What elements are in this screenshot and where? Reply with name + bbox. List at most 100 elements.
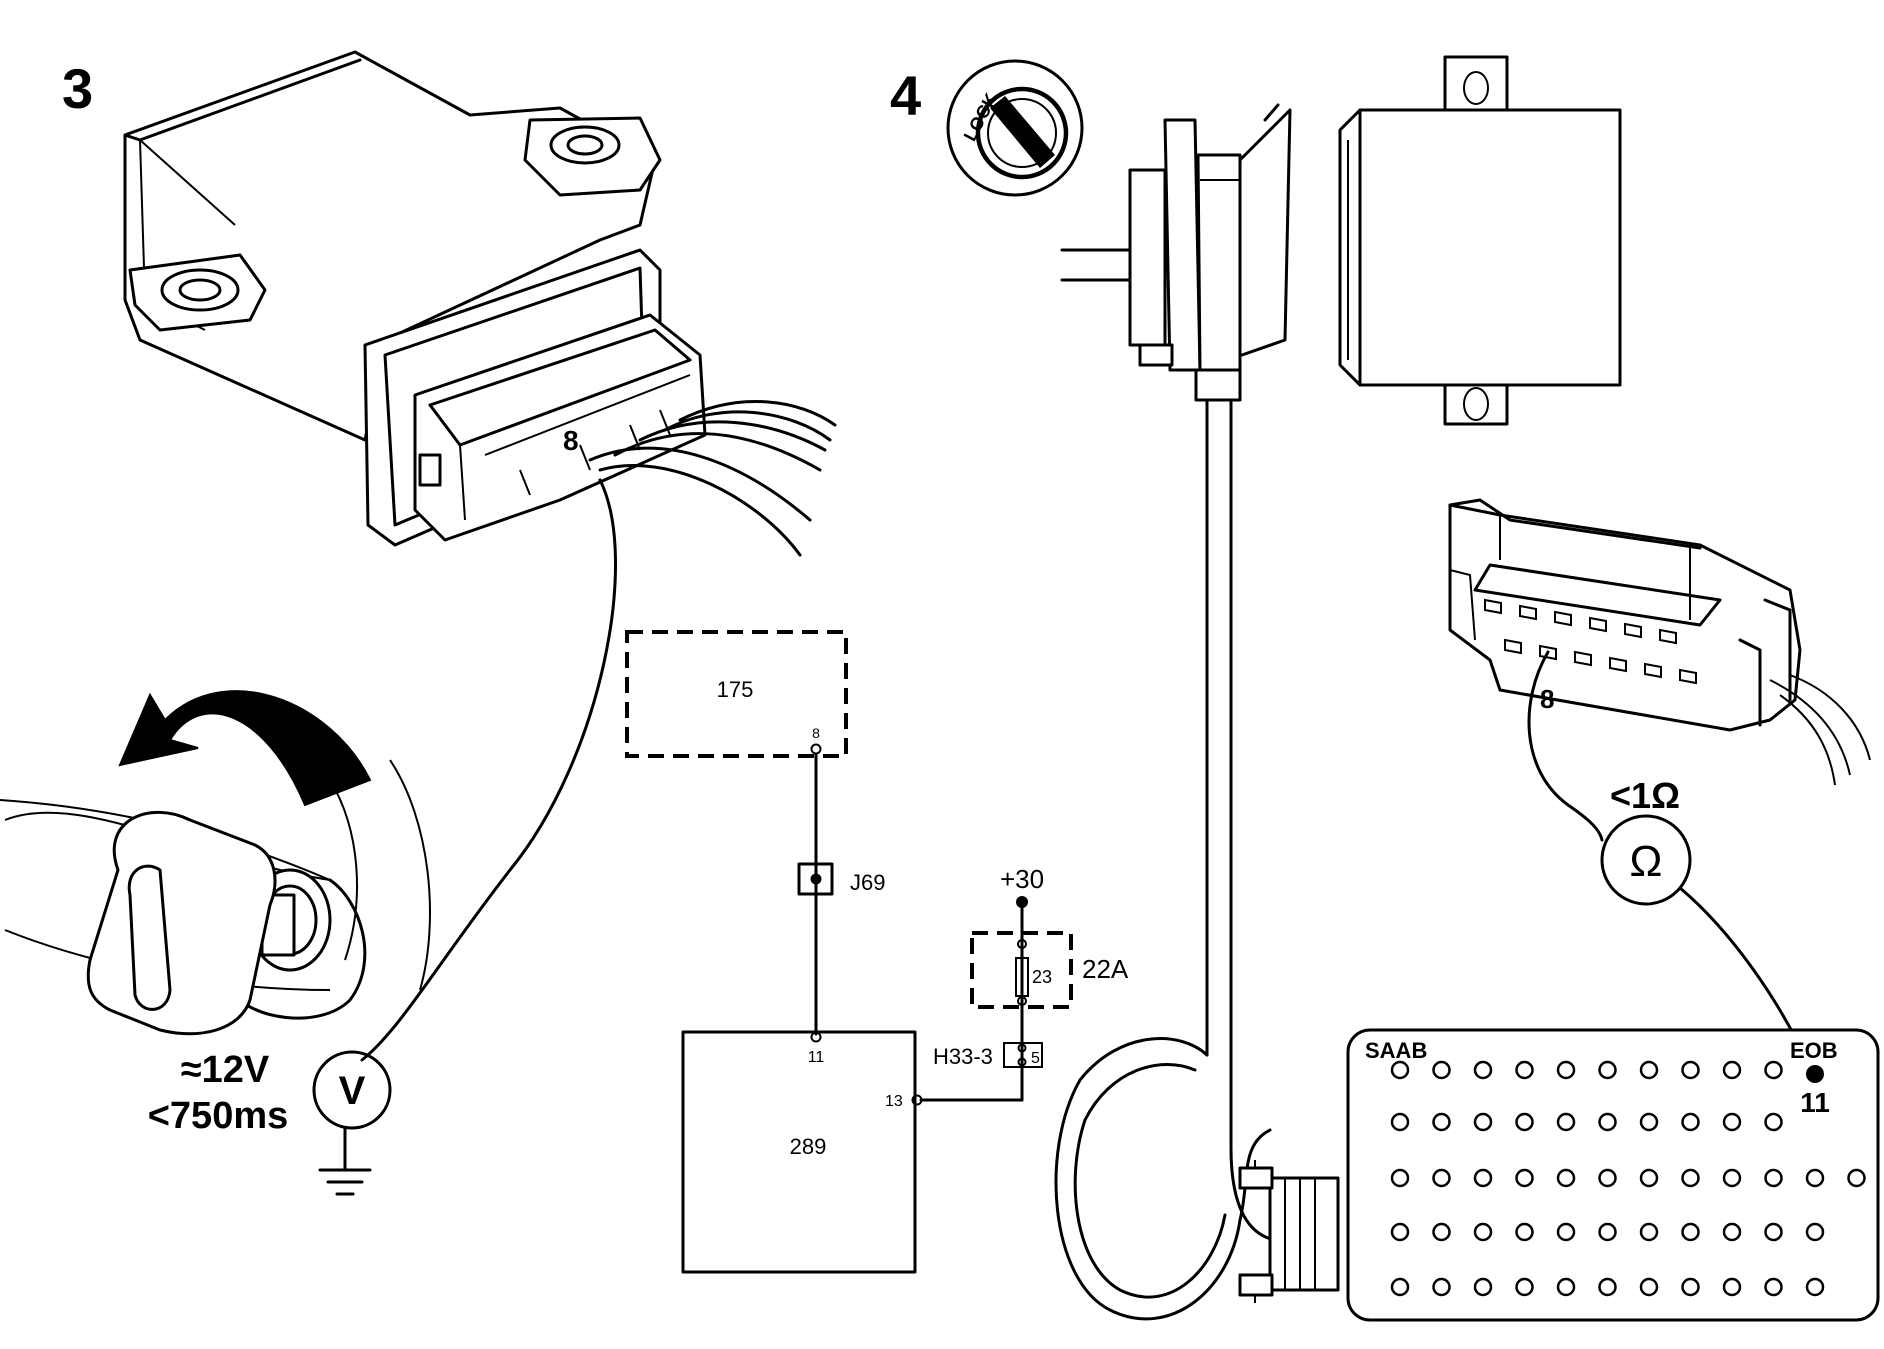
eob-pin-hole	[1598, 1277, 1617, 1297]
step-4-label: 4	[890, 64, 921, 127]
unit-175-label: 175	[717, 677, 754, 702]
eob-pin-hole	[1639, 1168, 1659, 1188]
eob-pin-hole	[1722, 1168, 1742, 1188]
fuse-box-22a	[970, 931, 1073, 1009]
eob-pin-hole	[1764, 1060, 1783, 1080]
ground-icon	[318, 1168, 372, 1196]
eob-pin-hole	[1681, 1060, 1700, 1080]
unit-175-pin-label: 8	[812, 725, 820, 741]
eob-pin-hole	[1598, 1060, 1617, 1080]
eob-pin-hole	[1432, 1168, 1451, 1188]
eob-pin-hole	[1473, 1222, 1493, 1242]
eob-pin-hole	[1556, 1060, 1576, 1080]
eob-pin-hole	[1722, 1277, 1742, 1297]
connector-h33-3-pin-a	[1017, 1043, 1027, 1053]
connector-h33-3-pin-b	[1017, 1057, 1027, 1067]
eob-pin-hole	[1515, 1277, 1534, 1297]
unit-289-box	[681, 1030, 917, 1274]
eob-pin-hole	[1556, 1222, 1576, 1242]
eob-pin-hole	[1639, 1277, 1659, 1297]
fuse-terminal-top	[1017, 939, 1027, 949]
cable-right	[1229, 398, 1277, 1242]
connector-h33-3-label: H33-3	[933, 1044, 993, 1069]
fuse-terminal-bottom	[1017, 996, 1027, 1006]
eob-pin-hole	[1805, 1222, 1825, 1242]
cable-loop-inner	[1073, 1062, 1227, 1299]
eob-pin-hole	[1598, 1112, 1617, 1132]
eob-pin-hole	[1473, 1277, 1493, 1297]
unit-175-pin	[810, 743, 822, 755]
voltmeter	[312, 1050, 392, 1196]
cable-loop-outer	[1054, 1037, 1272, 1321]
splice-j69-label: J69	[850, 870, 885, 895]
eob-pin-hole	[1556, 1112, 1576, 1132]
ohmmeter	[1600, 814, 1692, 906]
eob-pin-hole	[1722, 1112, 1742, 1132]
eob-pin-hole	[1390, 1060, 1410, 1080]
module-connector-pin-label: 8	[563, 425, 579, 456]
step4-connector-pin-label: 8	[1540, 684, 1554, 714]
eob-pin-hole	[1432, 1277, 1451, 1297]
eob-brand-label: SAAB	[1365, 1038, 1427, 1063]
ohmmeter-lead-pin8	[1527, 650, 1604, 842]
eob-pin-hole	[1764, 1112, 1783, 1132]
eob-pin-hole	[1639, 1060, 1659, 1080]
unit-289-pin-13-label: 13	[885, 1093, 903, 1110]
eob-pin-hole	[1556, 1168, 1576, 1188]
eob-pin-hole	[1681, 1222, 1700, 1242]
splice-j69	[797, 862, 834, 896]
ohmmeter-symbol: Ω	[1630, 837, 1663, 886]
reading-resistance: <1Ω	[1610, 775, 1680, 816]
eob-pin-hole	[1764, 1277, 1783, 1297]
unit-289-pin-11-label: 11	[808, 1049, 825, 1066]
unit-289-pin-11	[810, 1031, 822, 1043]
eob-pin-hole	[1722, 1222, 1742, 1242]
eob-pin-hole	[1432, 1060, 1451, 1080]
step-3-label: 3	[62, 57, 93, 120]
eob-pin-hole	[1681, 1277, 1700, 1297]
eob-pin-hole	[1473, 1168, 1493, 1188]
eob-pin-hole	[1515, 1060, 1534, 1080]
eob-pin-hole	[1432, 1112, 1451, 1132]
lock-icon	[946, 59, 1084, 197]
unit-289-label: 289	[790, 1134, 827, 1159]
unit-175-box	[625, 630, 848, 758]
rotate-arrow-icon	[118, 690, 372, 807]
eob-pin-hole	[1639, 1112, 1659, 1132]
voltmeter-symbol: V	[339, 1069, 366, 1113]
splice-j69-node	[810, 873, 822, 885]
eob-pin-hole	[1432, 1222, 1451, 1242]
eob-pin-11-marker	[1806, 1065, 1824, 1083]
eob-pin-hole	[1805, 1277, 1825, 1297]
eob-pin-hole	[1598, 1168, 1617, 1188]
eob-pin-hole	[1764, 1168, 1783, 1188]
eob-pin-hole	[1515, 1112, 1534, 1132]
supply-label: +30	[1000, 864, 1044, 894]
eob-pin-hole	[1598, 1222, 1617, 1242]
reading-voltage: ≈12V	[181, 1049, 270, 1091]
control-module	[123, 50, 837, 557]
ignition-key-icon	[0, 759, 431, 1036]
eob-adapter-plug	[1238, 1160, 1340, 1303]
eob-pin-hole	[1805, 1168, 1825, 1188]
eob-pin-hole	[1556, 1277, 1576, 1297]
fuse-number-label: 23	[1032, 967, 1052, 987]
eob-pin-hole	[1473, 1112, 1493, 1132]
eob-pin-hole	[1390, 1222, 1410, 1242]
fuse-box-label: 22A	[1082, 954, 1129, 984]
eob-pin-hole	[1639, 1222, 1659, 1242]
step4-control-module	[1338, 55, 1622, 426]
lock-label: LOCK	[960, 90, 1002, 144]
eob-pin-hole	[1681, 1168, 1700, 1188]
eob-pin-hole	[1764, 1222, 1783, 1242]
eob-pin-hole	[1473, 1060, 1493, 1080]
eob-pin-holes	[1390, 1060, 1866, 1297]
eob-pin-11-label: 11	[1800, 1087, 1830, 1118]
eob-pin-hole	[1515, 1222, 1534, 1242]
eob-pin-hole	[1390, 1277, 1410, 1297]
eob-pin-hole	[1847, 1168, 1866, 1188]
eob-pin-hole	[1390, 1168, 1410, 1188]
step4-pin-connector	[1448, 498, 1871, 786]
